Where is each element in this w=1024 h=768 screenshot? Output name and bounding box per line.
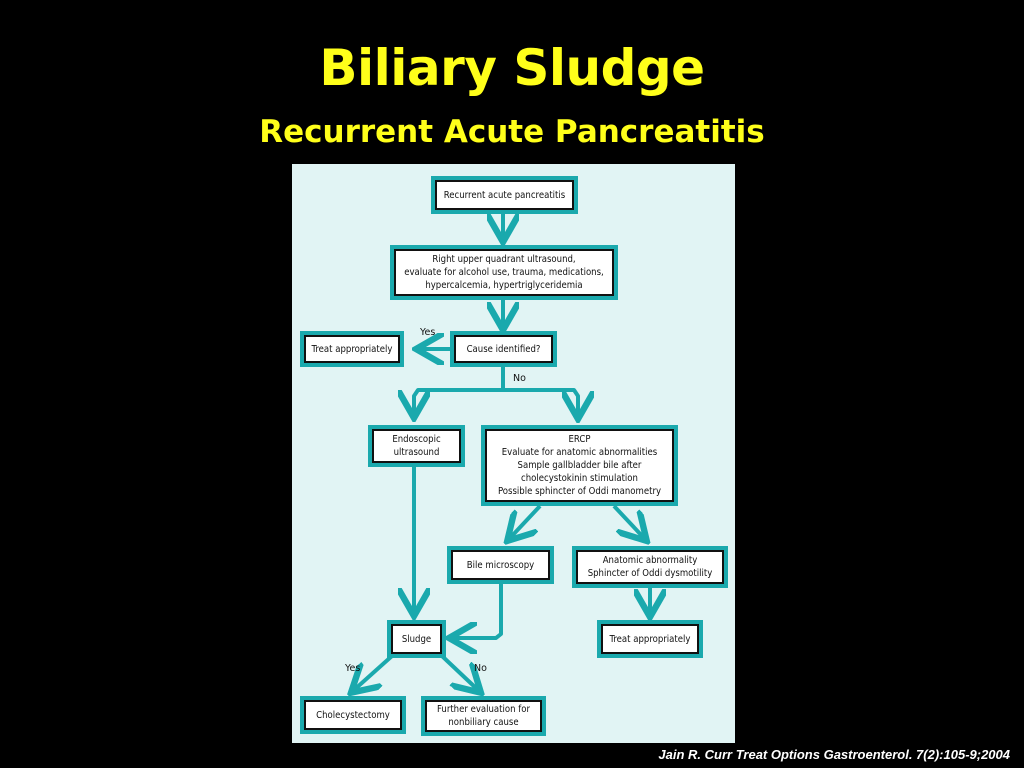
- arrow-cause-to-split: [414, 367, 505, 414]
- arrow-bile-to-sludge: [453, 584, 503, 638]
- node-cause-identified: Cause identified?: [450, 331, 557, 367]
- citation: Jain R. Curr Treat Options Gastroenterol…: [658, 747, 1010, 762]
- arrow-split-to-ercp: [503, 388, 578, 415]
- node-ercp: ERCP Evaluate for anatomic abnormalities…: [481, 425, 678, 506]
- arrow-ercp-to-bile: [510, 504, 542, 538]
- node-cholecystectomy: Cholecystectomy: [300, 696, 406, 734]
- label-yes-sludge: Yes: [345, 663, 361, 674]
- label-no-sludge: No: [474, 663, 487, 674]
- arrow-sludge-to-chole: [354, 654, 394, 690]
- node-endoscopic-ultrasound: Endoscopic ultrasound: [368, 425, 465, 467]
- arrow-ercp-to-anatomic: [612, 504, 644, 538]
- node-further-evaluation: Further evaluation for nonbiliary cause: [421, 696, 546, 736]
- node-ruq-ultrasound: Right upper quadrant ultrasound, evaluat…: [390, 245, 618, 300]
- slide-subtitle: Recurrent Acute Pancreatitis: [259, 114, 765, 150]
- node-recurrent-pancreatitis: Recurrent acute pancreatitis: [431, 176, 578, 214]
- node-sludge: Sludge: [387, 620, 446, 658]
- node-anatomic-abnormality: Anatomic abnormality Sphincter of Oddi d…: [572, 546, 728, 588]
- slide-title: Biliary Sludge: [319, 39, 705, 97]
- node-bile-microscopy: Bile microscopy: [447, 546, 554, 584]
- node-treat-appropriately-2: Treat appropriately: [597, 620, 703, 658]
- flowchart-panel: Recurrent acute pancreatitis Right upper…: [292, 164, 735, 743]
- arrow-sludge-to-further: [440, 654, 478, 690]
- node-treat-appropriately-1: Treat appropriately: [300, 331, 404, 367]
- flowchart-arrows: [292, 213, 735, 743]
- label-yes-cause: Yes: [420, 327, 436, 338]
- label-no-cause: No: [513, 373, 526, 384]
